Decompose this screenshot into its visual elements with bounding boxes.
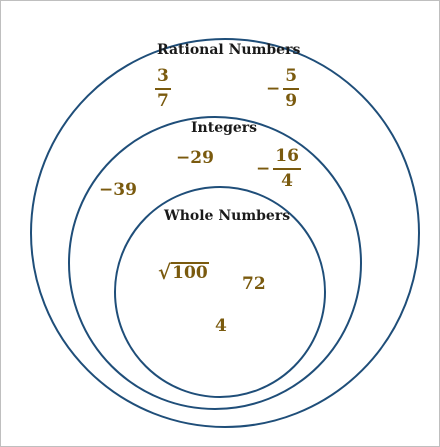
fraction-bar xyxy=(283,88,300,90)
square-root-of-100: √ 100 xyxy=(158,262,209,282)
value-72: 72 xyxy=(242,274,266,294)
fraction-bar xyxy=(273,168,301,170)
fraction-denominator: 4 xyxy=(281,171,293,191)
fraction-negative-sixteen-fourths: − 16 4 xyxy=(256,148,301,190)
fraction-numerator: 16 xyxy=(275,146,299,166)
radicand: 100 xyxy=(171,262,209,283)
value-4: 4 xyxy=(215,316,227,336)
fraction-denominator: 7 xyxy=(157,91,169,111)
integers-label: Integers xyxy=(191,120,258,136)
fraction-sign: − xyxy=(256,158,271,179)
rational-numbers-label: Rational Numbers xyxy=(157,42,301,58)
value-negative-29: −29 xyxy=(176,148,214,168)
fraction-negative-five-ninths: − 5 9 xyxy=(266,66,300,111)
fraction-bar xyxy=(155,88,171,90)
value-negative-39: −39 xyxy=(99,180,137,200)
rational-numbers-circle xyxy=(30,38,420,428)
whole-numbers-label: Whole Numbers xyxy=(164,208,291,224)
fraction-three-sevenths: 3 7 xyxy=(152,68,171,110)
fraction-numerator: 3 xyxy=(157,66,169,86)
fraction-sign: − xyxy=(266,78,281,99)
integers-circle xyxy=(68,116,362,410)
radical-sign: √ xyxy=(158,260,172,284)
whole-numbers-circle xyxy=(114,186,326,398)
fraction-numerator: 5 xyxy=(285,66,298,86)
fraction-denominator: 9 xyxy=(285,91,298,111)
